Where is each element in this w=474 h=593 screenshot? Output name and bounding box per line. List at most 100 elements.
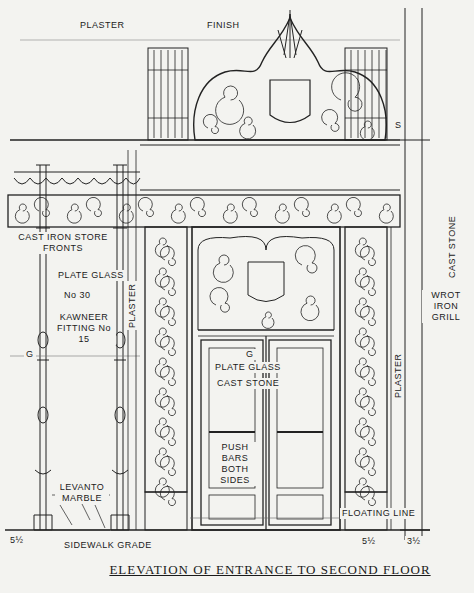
side-grille (148, 48, 188, 140)
push-bar (277, 431, 323, 433)
scroll-ornament (360, 366, 375, 385)
scroll-ornament (242, 197, 257, 216)
scroll-ornament (160, 306, 175, 325)
scroll-ornament (216, 86, 244, 124)
scroll-ornament (155, 298, 169, 317)
scroll-ornament (360, 246, 375, 265)
scroll-ornament (355, 238, 369, 257)
sidewalk-grade-line (5, 529, 430, 531)
scroll-ornament (155, 268, 169, 287)
scroll-ornament (160, 396, 175, 415)
scroll-ornament (294, 197, 309, 216)
grille-bar (182, 50, 183, 138)
drawing-note: LEVANTO MARBLE (55, 482, 109, 504)
grille-bar (168, 50, 169, 138)
scroll-ornament (355, 298, 369, 317)
scroll-ornament (355, 268, 369, 287)
scroll-ornament (355, 448, 369, 467)
drawing-note: 3½ (405, 536, 423, 547)
drawing-note: SIDEWALK GRADE (62, 540, 154, 551)
scroll-ornament (155, 418, 169, 437)
canopy-valance (14, 178, 140, 184)
dimension-line (405, 8, 406, 540)
overdoor-grille (198, 237, 334, 331)
scroll-ornament (171, 204, 185, 223)
scroll-ornament (160, 276, 175, 295)
scroll-ornament (155, 358, 169, 377)
scroll-ornament (322, 109, 339, 131)
scroll-ornament (262, 312, 274, 328)
ornamental-pilaster (345, 227, 387, 492)
scroll-ornament (360, 426, 375, 445)
scroll-ornament (240, 117, 256, 139)
drawing-note: 5½ (8, 535, 26, 546)
scroll-ornament (360, 456, 375, 475)
door-surround (192, 227, 340, 530)
grille-bar (175, 50, 176, 138)
scroll-ornament (301, 296, 319, 321)
overdoor-shield (248, 262, 284, 302)
drawing-note: PLASTER (78, 20, 127, 31)
drawing-note: PUSH BARS BOTH SIDES (210, 442, 260, 486)
drawing-note: G (24, 349, 36, 360)
scroll-ornament (160, 426, 175, 445)
drawing-note: FINISH (205, 20, 242, 31)
drawing-note: CAST STONE (215, 378, 281, 389)
scroll-ornament (355, 478, 369, 497)
scroll-ornament (203, 114, 218, 133)
scroll-ornament (223, 204, 237, 223)
door-glass (277, 348, 323, 488)
grille-bar (161, 50, 162, 138)
drawing-title: ELEVATION OF ENTRANCE TO SECOND FLOOR (106, 562, 433, 578)
crest-shield (270, 80, 310, 123)
drawing-note: PLATE GLASS (56, 270, 126, 281)
scroll-ornament (213, 255, 233, 282)
scroll-ornament (360, 486, 375, 505)
scroll-ornament (160, 486, 175, 505)
scroll-ornament (360, 276, 375, 295)
scroll-ornament (155, 478, 169, 497)
scroll-ornament (332, 73, 362, 111)
plaster-line (136, 150, 137, 530)
scroll-ornament (160, 456, 175, 475)
drawing-note: S (393, 120, 404, 131)
scroll-ornament (155, 448, 169, 467)
cornice-line (140, 145, 400, 146)
scroll-ornament (379, 204, 393, 223)
scroll-ornament (360, 121, 374, 140)
drawing-note: 5½ (360, 536, 378, 547)
pilaster-base (145, 492, 187, 530)
grille-bar (154, 50, 155, 138)
grille-rail (345, 70, 387, 118)
kick-panel (277, 495, 323, 519)
scroll-ornament (275, 204, 289, 223)
drawing-note: No 30 (62, 290, 93, 301)
scroll-ornament (327, 204, 341, 223)
drawing-note: PLATE GLASS (213, 362, 283, 373)
scroll-ornament (155, 388, 169, 407)
scroll-ornament (34, 197, 49, 216)
scroll-ornament (346, 197, 361, 216)
grille-bar (379, 50, 380, 138)
scroll-ornament (360, 336, 375, 355)
scroll-ornament (355, 328, 369, 347)
scroll-ornament (190, 197, 205, 216)
scroll-ornament (360, 306, 375, 325)
drawing-note: PLASTER (127, 281, 138, 330)
scroll-ornament (155, 328, 169, 347)
drawing-note: G (244, 349, 256, 360)
grille-rail (148, 70, 188, 118)
scroll-ornament (160, 246, 175, 265)
side-grille (345, 48, 387, 140)
scroll-ornament (160, 336, 175, 355)
ornamental-pilaster (145, 227, 187, 492)
scroll-ornament (15, 204, 29, 223)
kick-panel (209, 495, 255, 519)
drawing-note: WROT IRON GRILL (422, 290, 470, 323)
dimension-line (422, 8, 423, 540)
band-line (140, 190, 400, 191)
scroll-ornament (210, 288, 230, 313)
guide-line (20, 40, 400, 41)
drawing-note: FLOATING LINE (340, 508, 417, 519)
finial (278, 10, 302, 58)
